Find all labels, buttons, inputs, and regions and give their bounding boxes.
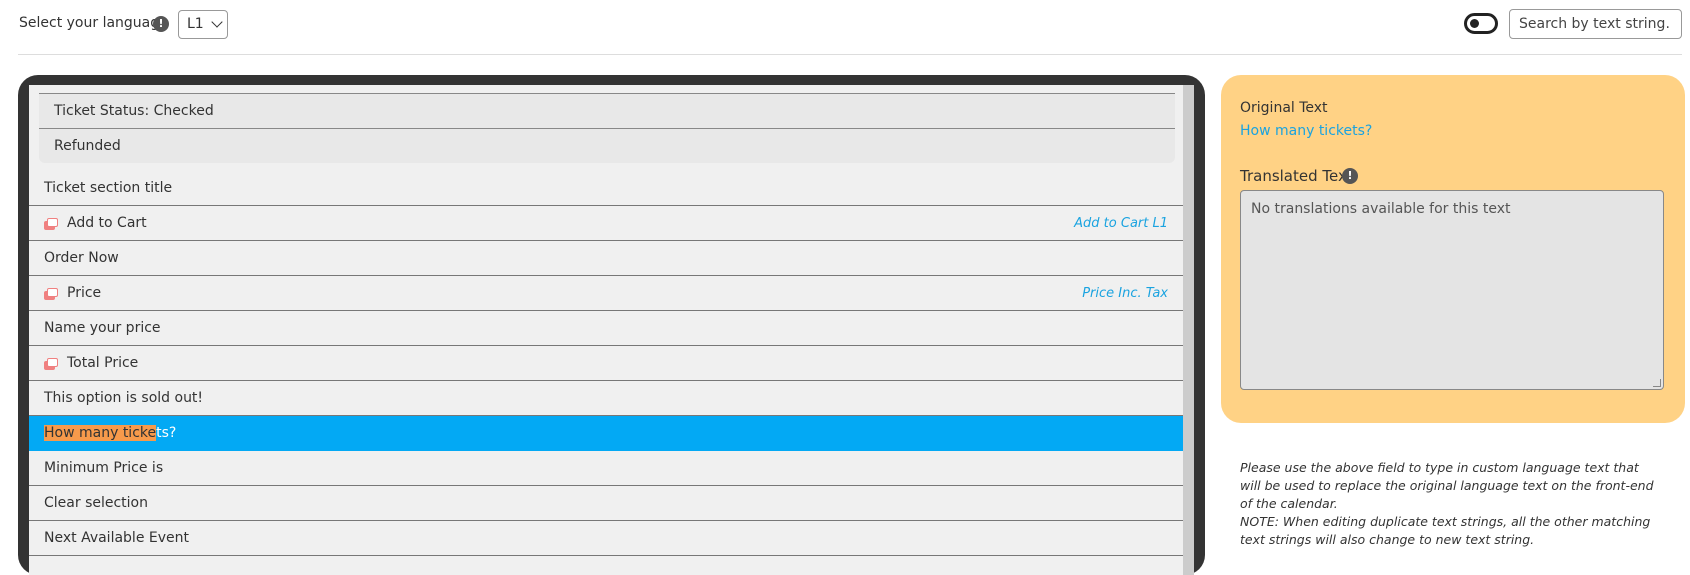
translated-text-placeholder: No translations available for this text xyxy=(1251,201,1511,217)
search-highlight: How many ticke xyxy=(44,425,157,441)
list-item[interactable]: Next Available Event xyxy=(29,521,1183,556)
list-item-label: Next Available Event xyxy=(44,530,189,546)
language-label: Select your language xyxy=(19,15,168,31)
list-item[interactable]: Refunded xyxy=(39,128,1175,163)
list-item[interactable]: Total Price xyxy=(29,346,1183,381)
search-input[interactable] xyxy=(1509,9,1682,39)
list-item[interactable]: Name your price xyxy=(29,311,1183,346)
list-item-label: Add to Cart xyxy=(67,215,147,231)
strings-list-frame: Ticket Status: Checked Refunded Ticket s… xyxy=(18,75,1205,575)
toggle-switch[interactable] xyxy=(1464,13,1498,34)
list-item-label: Order Now xyxy=(44,250,119,266)
list-item[interactable]: This option is sold out! xyxy=(29,381,1183,416)
list-item[interactable]: Price Price Inc. Tax xyxy=(29,276,1183,311)
list-item[interactable]: Minimum Price is xyxy=(29,451,1183,486)
original-text-value: How many tickets? xyxy=(1240,123,1373,139)
duplicate-icon xyxy=(44,288,58,300)
list-item-label: Name your price xyxy=(44,320,161,336)
top-bar: Select your language ! L1 xyxy=(0,0,1690,55)
help-note-line: NOTE: When editing duplicate text string… xyxy=(1240,514,1651,547)
help-note: Please use the above field to type in cu… xyxy=(1240,459,1660,549)
help-note-line: Please use the above field to type in cu… xyxy=(1240,460,1654,511)
translated-text-field[interactable]: No translations available for this text xyxy=(1240,190,1664,390)
list-item-label: Clear selection xyxy=(44,495,148,511)
translation-panel: Original Text How many tickets? Translat… xyxy=(1221,75,1685,423)
info-icon[interactable]: ! xyxy=(1342,168,1358,184)
original-text-label: Original Text xyxy=(1240,100,1328,116)
list-item-label: Total Price xyxy=(67,355,139,371)
translation-preview: Add to Cart L1 xyxy=(1074,216,1168,231)
translation-preview: Price Inc. Tax xyxy=(1082,286,1168,301)
list-item-label: Ticket section title xyxy=(44,180,173,196)
list-item-label: ts? xyxy=(156,425,177,441)
duplicate-icon xyxy=(44,358,58,370)
toggle-knob xyxy=(1470,19,1479,28)
language-select-value: L1 xyxy=(187,16,204,32)
info-icon[interactable]: ! xyxy=(153,16,169,32)
scrollbar[interactable] xyxy=(1183,85,1194,575)
list-item-label: Minimum Price is xyxy=(44,460,164,476)
strings-list: Ticket Status: Checked Refunded Ticket s… xyxy=(29,85,1194,575)
language-select[interactable]: L1 xyxy=(178,10,228,39)
list-item-selected[interactable]: How many tickets? xyxy=(29,416,1183,451)
list-item[interactable]: Clear selection xyxy=(29,486,1183,521)
translated-text-label: Translated Text xyxy=(1240,167,1353,185)
list-item[interactable]: Ticket Status: Checked xyxy=(39,93,1175,128)
list-item[interactable]: Ticket section title xyxy=(29,171,1183,206)
list-item-label: Price xyxy=(67,285,102,301)
chevron-down-icon xyxy=(211,16,223,28)
list-item[interactable]: Add to Cart Add to Cart L1 xyxy=(29,206,1183,241)
ticket-status-group: Ticket Status: Checked Refunded xyxy=(39,93,1175,163)
header-divider xyxy=(18,54,1682,55)
duplicate-icon xyxy=(44,218,58,230)
list-item[interactable]: Order Now xyxy=(29,241,1183,276)
list-item-label: This option is sold out! xyxy=(44,390,204,406)
resize-grip-icon[interactable] xyxy=(1653,379,1661,387)
